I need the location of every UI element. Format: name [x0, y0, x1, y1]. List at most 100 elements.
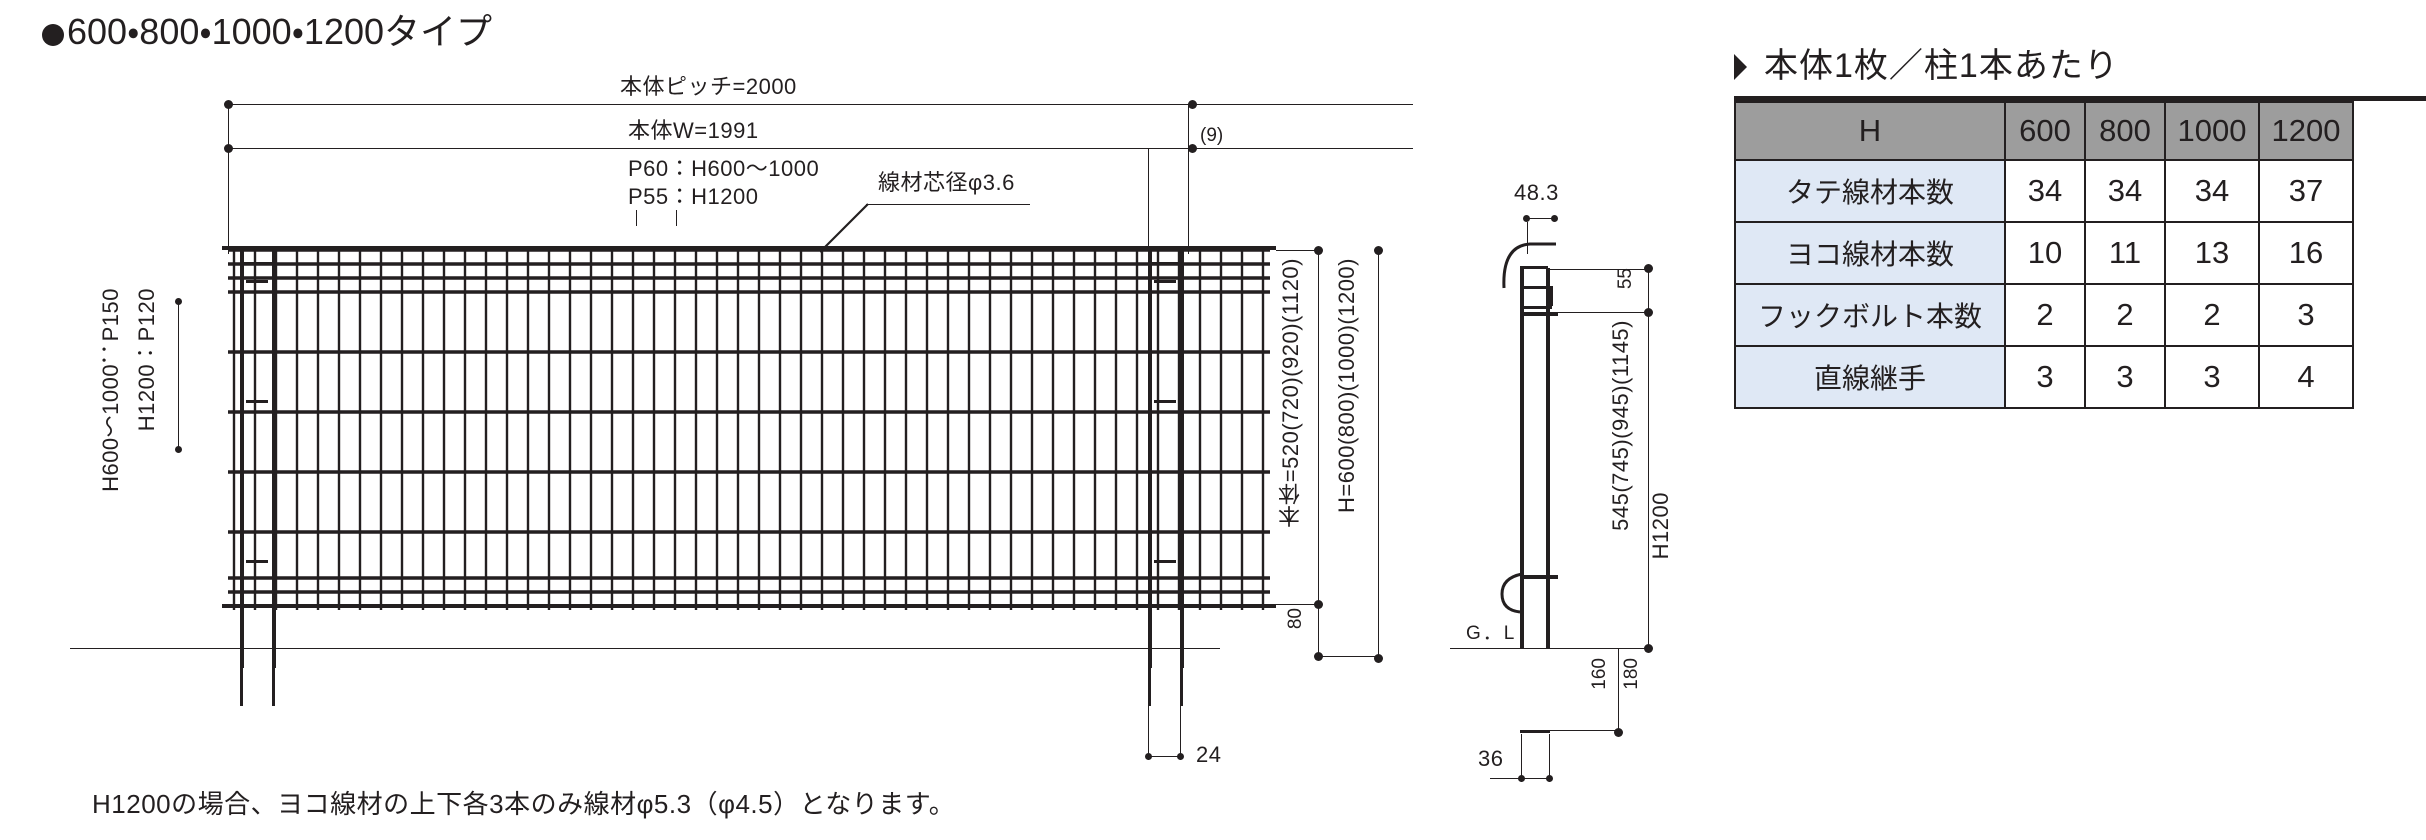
- post-right-inner: [1180, 248, 1184, 668]
- table-col-800: 800: [2084, 101, 2166, 161]
- lower-hook-icon: [1500, 572, 1523, 614]
- dim-line-top-width: [1526, 218, 1554, 220]
- cell: 2: [2164, 283, 2260, 347]
- extension-line: [1546, 730, 1620, 732]
- dim-line-width: [228, 148, 1413, 150]
- dim-dot: [1523, 215, 1530, 222]
- post-left-clip: [246, 560, 268, 563]
- label-pitch-h1200: H1200：P120: [134, 288, 159, 432]
- dim-dot: [1374, 654, 1383, 663]
- extension-line: [1521, 734, 1523, 782]
- panel-top-edge: [222, 246, 1276, 250]
- dim-dot: [1188, 144, 1197, 153]
- dim-label-width: 本体W=1991: [628, 118, 759, 143]
- table-col-h: H: [1734, 101, 2006, 161]
- post-right-clip: [1154, 400, 1176, 403]
- post-right-buried: [1148, 604, 1151, 706]
- extension-line: [1180, 706, 1182, 760]
- table-row: タテ線材本数 34 34 34 37: [1734, 159, 2354, 223]
- elevation-drawing: 本体ピッチ=2000 本体W=1991 (9) P60：H600〜1000 P5…: [70, 74, 1413, 766]
- post-left-inner: [272, 248, 276, 668]
- extension-line: [1550, 269, 1650, 271]
- dim-label-pitch: 本体ピッチ=2000: [620, 74, 797, 99]
- dim-dot: [1188, 100, 1197, 109]
- dim-label-h1200: H1200: [1648, 492, 1673, 560]
- extension-line: [1322, 656, 1380, 658]
- diamond-icon: [1734, 54, 1760, 80]
- post-left-clip: [246, 400, 268, 403]
- cell: 37: [2258, 159, 2354, 223]
- row-label: 直線継手: [1734, 345, 2006, 409]
- dim-label-total-height: H=600(800)(1000)(1200): [1334, 258, 1359, 513]
- dim-line-pitch: [228, 104, 1413, 106]
- post-section-bottom: [1520, 730, 1550, 733]
- cell: 16: [2258, 221, 2354, 285]
- extension-line: [1276, 250, 1322, 252]
- table-row: ヨコ線材本数 10 11 13 16: [1734, 221, 2354, 285]
- dim-label-55: 55: [1615, 268, 1636, 290]
- fence-mesh: [228, 248, 1270, 610]
- dim-label-36: 36: [1478, 746, 1504, 771]
- pitch-marker-dot: [175, 298, 182, 305]
- row-label: ヨコ線材本数: [1734, 221, 2006, 285]
- table-body: タテ線材本数 34 34 34 37 ヨコ線材本数 10 11 13 16 フッ…: [1734, 159, 2354, 409]
- post-section-left: [1520, 268, 1524, 648]
- post-right-buried: [1180, 604, 1183, 706]
- post-section-right: [1546, 268, 1550, 648]
- dim-dot: [1314, 652, 1323, 661]
- table-col-1000: 1000: [2164, 101, 2260, 161]
- dim-line-total-height: [1378, 250, 1380, 660]
- extension-line: [1276, 604, 1322, 606]
- pitch-marker-dot: [175, 446, 182, 453]
- cell: 3: [2004, 345, 2086, 409]
- page-title-text: 600・800・1000・1200タイプ: [67, 11, 493, 52]
- post-left-cap: [240, 262, 274, 265]
- spec-table-top-rule: [1734, 96, 2426, 101]
- extension-line: [1527, 222, 1529, 254]
- post-right-cap: [1148, 262, 1182, 265]
- dim-label-gap: (9): [1200, 125, 1224, 146]
- clip-upper: [1520, 312, 1558, 316]
- cell: 13: [2164, 221, 2260, 285]
- spec-table-block: 本体1枚／柱1本あたり H 600 800 1000 1200 タテ線材本数 3…: [1734, 38, 2354, 409]
- dim-line-h1200: [1648, 312, 1650, 648]
- ground-line: [70, 648, 1220, 650]
- page-title: 600・800・1000・1200タイプ: [42, 14, 492, 50]
- cell: 2: [2084, 283, 2166, 347]
- dim-line-55: [1648, 268, 1650, 314]
- dim-dot: [1546, 775, 1553, 782]
- leader-tick: [676, 210, 678, 226]
- section-drawing: 48.3 55 545(745)(945)(1145) H1200 G．L 16…: [1450, 0, 1740, 840]
- spec-table-heading-text: 本体1枚／柱1本あたり: [1764, 47, 2119, 85]
- leader-tick: [636, 210, 638, 226]
- dim-label-top-width: 48.3: [1514, 180, 1559, 205]
- dim-line-base: [1318, 604, 1320, 656]
- dim-label-post-height: 545(745)(945)(1145): [1608, 320, 1633, 531]
- extension-line: [1148, 148, 1150, 253]
- dim-line-offset: [1148, 756, 1182, 758]
- cell: 2: [2004, 283, 2086, 347]
- cap-plate-side: [1550, 286, 1553, 306]
- clip-lower: [1520, 575, 1558, 579]
- dim-label-180: 180: [1621, 658, 1642, 690]
- table-header-row: H 600 800 1000 1200: [1734, 101, 2354, 161]
- cap-plate-top: [1520, 286, 1552, 289]
- note-wire-diameter: 線材芯径φ3.6: [878, 170, 1015, 195]
- table-row: 直線継手 3 3 3 4: [1734, 345, 2354, 409]
- cell: 34: [2084, 159, 2166, 223]
- extension-line: [1549, 734, 1551, 782]
- cell: 10: [2004, 221, 2086, 285]
- cell: 11: [2084, 221, 2166, 285]
- post-left-buried: [240, 604, 243, 706]
- dim-dot: [1145, 753, 1152, 760]
- section-ground-line: [1450, 648, 1650, 650]
- note-pitch-p55: P55：H1200: [628, 184, 759, 209]
- extension-line: [1550, 312, 1650, 314]
- extension-line: [1188, 104, 1190, 254]
- row-label: タテ線材本数: [1734, 159, 2006, 223]
- dim-line-160: [1618, 648, 1620, 732]
- ground-level-label: G．L: [1466, 623, 1517, 644]
- post-left-clip: [246, 280, 268, 283]
- note-pitch-p60: P60：H600〜1000: [628, 156, 820, 181]
- dim-dot: [1551, 215, 1558, 222]
